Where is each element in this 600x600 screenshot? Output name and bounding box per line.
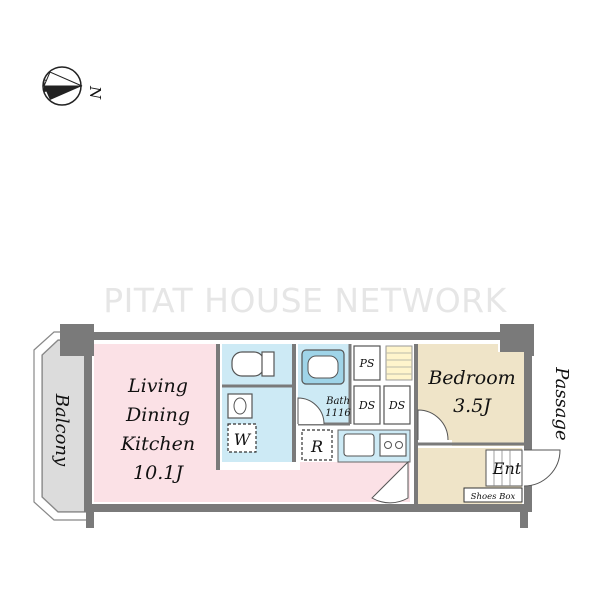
ldk-area-label: 10.1J	[133, 462, 184, 484]
bath-door	[297, 397, 325, 425]
stove-icon	[379, 433, 407, 457]
ldk-room	[94, 344, 410, 502]
bedroom-room	[418, 344, 524, 446]
compass-icon	[42, 66, 83, 106]
duct-space-2-label: DS	[388, 399, 406, 412]
passage-label: Passage	[551, 366, 572, 440]
ldk-label-line3: Kitchen	[120, 433, 195, 455]
refrigerator-label: R	[310, 437, 323, 456]
ldk-label-line2: Dining	[125, 404, 190, 426]
shoes-box	[463, 487, 523, 503]
bedroom-area-label: 3.5J	[453, 395, 492, 417]
balcony-area	[33, 331, 93, 521]
duct-space-1-label: DS	[358, 399, 376, 412]
north-label: N	[86, 85, 104, 100]
bedroom-label: Bedroom	[427, 367, 515, 389]
watermark: PITAT HOUSE NETWORK	[103, 281, 507, 320]
bedroom-door	[417, 409, 449, 441]
front-door	[523, 449, 561, 487]
pillar-ne	[500, 324, 534, 356]
pillar-nw	[60, 324, 94, 356]
bath-label: Bath	[325, 396, 350, 407]
ldk-label-line1: Living	[127, 375, 188, 397]
ldk-door	[371, 460, 409, 504]
shelf-icon	[385, 345, 413, 381]
pillar-sw	[86, 508, 94, 528]
pipe-space	[353, 345, 381, 381]
duct-space-2	[383, 385, 411, 425]
bath-size-label: 1116	[325, 408, 351, 419]
washer-label: W	[234, 430, 252, 449]
entrance-label: Ent	[492, 459, 522, 478]
washbasin-icon	[227, 393, 253, 419]
refrigerator-space	[301, 429, 333, 461]
kitchen-sink-icon	[343, 433, 375, 457]
pipe-space-label: PS	[359, 357, 375, 370]
duct-space-1	[353, 385, 381, 425]
toilet-icon	[231, 351, 275, 377]
entrance-floor	[485, 449, 523, 487]
pillar-se	[520, 508, 528, 528]
balcony-label: Balcony	[51, 393, 72, 467]
washer-space	[227, 423, 257, 453]
shoes-box-label: Shoes Box	[471, 492, 516, 502]
bathtub-icon	[301, 349, 345, 385]
